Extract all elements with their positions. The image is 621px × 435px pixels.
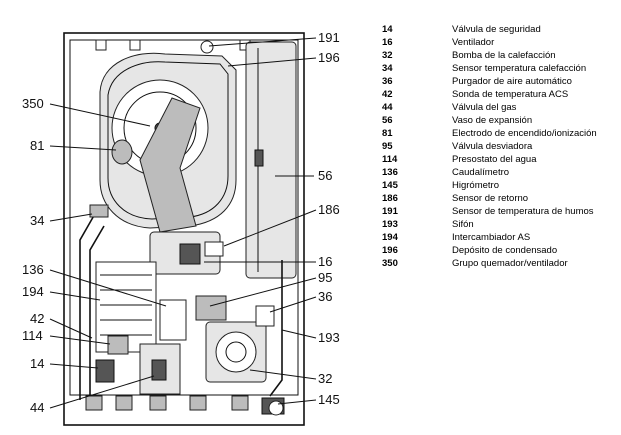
flow-meter [159,299,187,341]
legend-code: 194 [382,232,399,243]
legend-code: 350 [382,258,398,269]
legend-name: Sifón [452,219,474,230]
legend-name: Sensor temperatura calefacción [452,63,586,74]
hygrometer [268,400,284,416]
water-pressure-switch [107,335,129,355]
boiler-casing [63,32,305,426]
siphon [269,260,283,397]
legend-name: Grupo quemador/ventilador [452,258,568,269]
legend-code: 186 [382,193,398,204]
legend-name: Higrómetro [452,180,499,191]
diverter-valve [195,295,227,321]
safety-valve [95,359,115,383]
legend-name: Ventilador [452,37,494,48]
callout-136: 136 [22,262,44,277]
legend-name: Intercambiador AS [452,232,530,243]
legend-name: Válvula del gas [452,102,517,113]
callout-186: 186 [318,202,340,217]
callout-32: 32 [318,371,332,386]
mount-hole-left [95,39,107,51]
legend-name: Depósito de condensado [452,245,557,256]
legend-name: Presostato del agua [452,154,537,165]
bottom-connectors [85,395,285,415]
callout-193: 193 [318,330,340,345]
legend-name: Bomba de la calefacción [452,50,556,61]
air-vent [255,305,275,327]
legend-code: 196 [382,245,398,256]
legend-code: 114 [382,154,398,165]
legend-code: 16 [382,37,393,48]
callout-56: 56 [318,168,332,183]
callout-labels: 191 196 350 81 56 34 186 16 136 95 194 3… [22,30,340,415]
legend-code: 136 [382,167,398,178]
legend-code: 42 [382,89,393,100]
legend-name: Válvula desviadora [452,141,533,152]
leader-lines [49,37,317,409]
legend-code: 32 [382,50,393,61]
callout-145: 145 [318,392,340,407]
callout-191: 191 [318,30,340,45]
legend-name: Electrodo de encendido/ionización [452,128,597,139]
legend-name: Sensor de retorno [452,193,528,204]
legend-name: Caudalímetro [452,167,509,178]
callout-81: 81 [30,138,44,153]
flue-sensor-191 [200,40,214,54]
legend-name: Purgador de aire automático [452,76,572,87]
legend-code: 193 [382,219,398,230]
expansion-vessel [245,41,297,279]
ignition-electrode [111,139,133,165]
heating-pump [205,321,267,383]
legend-name: Vaso de expansión [452,115,532,126]
legend-code: 56 [382,115,393,126]
callout-16: 16 [318,254,332,269]
legend-code: 44 [382,102,393,113]
legend-name: Sensor de temperatura de humos [452,206,594,217]
mount-hole-mid [129,39,141,51]
boiler-drawing [63,32,305,426]
legend-code: 81 [382,128,393,139]
gas-valve [139,343,181,395]
legend-name: Válvula de seguridad [452,24,541,35]
callout-36: 36 [318,289,332,304]
legend-code: 95 [382,141,393,152]
callout-194: 194 [22,284,44,299]
callout-95: 95 [318,270,332,285]
legend-name: Sonda de temperatura ACS [452,89,568,100]
callout-44: 44 [30,400,44,415]
callout-114: 114 [22,328,43,343]
legend-code: 36 [382,76,393,87]
legend-code: 34 [382,63,393,74]
callout-34: 34 [30,213,44,228]
legend-code: 191 [382,206,399,217]
callout-350: 350 [22,96,44,111]
legend-code: 145 [382,180,399,191]
legend: 14 Válvula de seguridad 16 Ventilador 32… [382,24,597,269]
callout-14: 14 [30,356,44,371]
legend-code: 14 [382,24,393,35]
callout-196: 196 [318,50,340,65]
dhw-heat-exchanger [95,261,157,353]
callout-42: 42 [30,311,44,326]
temp-sensor-34 [89,204,109,218]
